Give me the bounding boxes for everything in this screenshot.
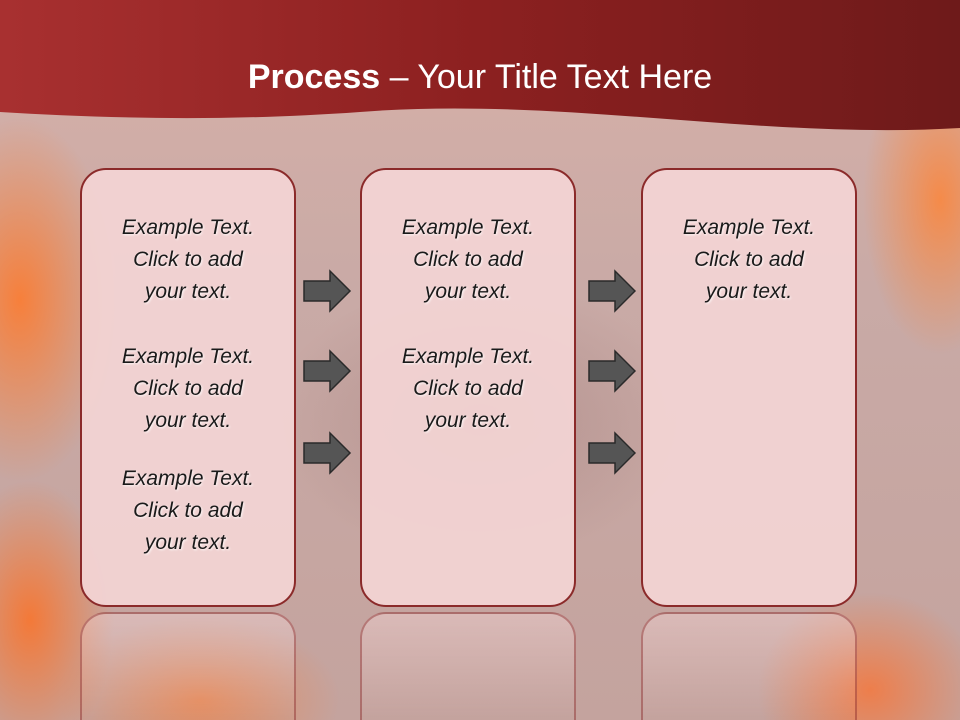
right-arrow-icon [303,349,352,393]
panel-reflection [80,612,296,720]
right-arrow-icon [588,269,637,313]
text-block[interactable]: Example Text. Click to add your text. [643,212,855,308]
text-line: Example Text. [121,467,255,490]
text-line: your text. [144,531,232,554]
text-line: your text. [144,280,232,303]
text-line: Click to add [133,377,243,400]
text-block[interactable]: Example Text. Click to add your text. [362,341,574,437]
right-arrow-icon [588,349,637,393]
text-line: Example Text. [682,216,816,239]
panel-reflection [641,612,857,720]
text-line: your text. [424,280,512,303]
right-arrow-icon [303,269,352,313]
text-block[interactable]: Example Text. Click to add your text. [82,341,294,437]
text-line: your text. [424,409,512,432]
text-line: your text. [144,409,232,432]
title-band [0,0,960,131]
text-line: your text. [705,280,793,303]
text-line: Click to add [694,248,804,271]
panel-reflection [360,612,576,720]
text-line: Example Text. [401,216,535,239]
text-block[interactable]: Example Text. Click to add your text. [362,212,574,308]
text-line: Click to add [413,377,523,400]
process-box-1[interactable]: Example Text. Click to add your text. Ex… [80,168,296,607]
text-line: Click to add [133,248,243,271]
process-box-2[interactable]: Example Text. Click to add your text. Ex… [360,168,576,607]
text-block[interactable]: Example Text. Click to add your text. [82,463,294,559]
slide-title[interactable]: Process – Your Title Text Here [0,52,960,102]
text-line: Example Text. [401,345,535,368]
text-line: Example Text. [121,345,255,368]
right-arrow-icon [588,431,637,475]
text-line: Click to add [133,499,243,522]
text-block[interactable]: Example Text. Click to add your text. [82,212,294,308]
title-bold: Process [247,58,381,96]
process-box-3[interactable]: Example Text. Click to add your text. [641,168,857,607]
text-line: Click to add [413,248,523,271]
title-rest: – Your Title Text Here [380,58,713,96]
text-line: Example Text. [121,216,255,239]
right-arrow-icon [303,431,352,475]
